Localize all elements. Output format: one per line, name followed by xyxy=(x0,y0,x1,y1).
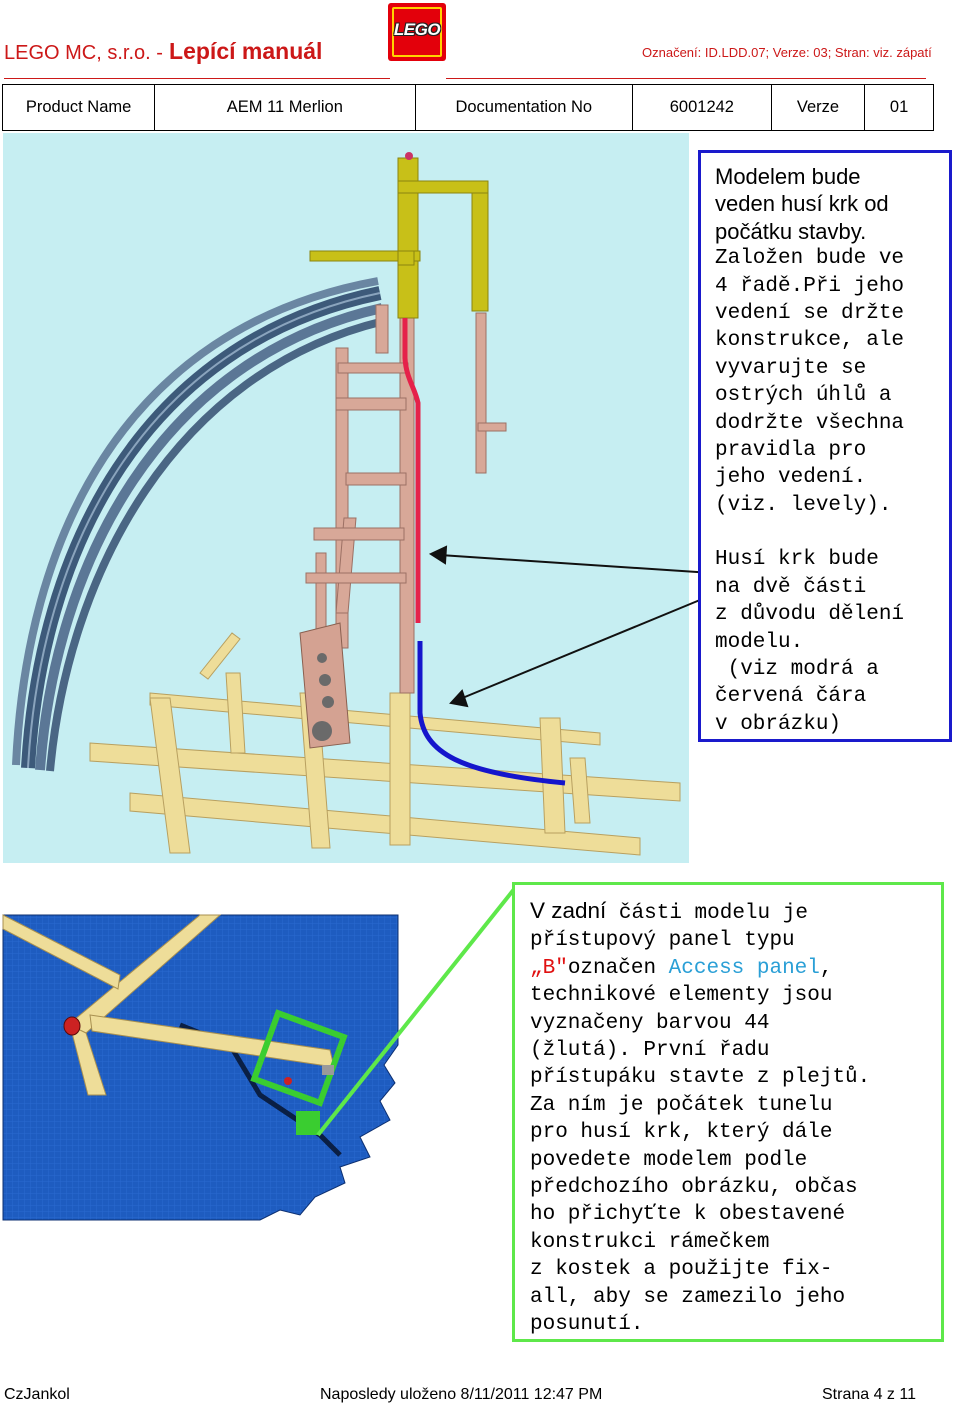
documentation-label: Documentation No xyxy=(414,84,634,131)
documentation-value: 6001242 xyxy=(632,84,772,131)
top-marker xyxy=(405,152,413,160)
green-connector xyxy=(316,886,517,1137)
footer-page: Strana 4 z 11 xyxy=(822,1386,916,1403)
version-value: 01 xyxy=(864,84,934,131)
note-neck-line: Modelem bude xyxy=(715,164,861,189)
note-access-line: ho přichyťte k obestavené xyxy=(530,1203,846,1227)
neck-blue-line xyxy=(417,641,566,786)
holed-plate xyxy=(299,622,351,749)
note-neck-line: na dvě části xyxy=(715,575,867,599)
floor-plate xyxy=(2,914,399,1221)
note-neck-line: v obrázku) xyxy=(715,712,842,736)
note-access-text: V zadní části modelu je přístupový panel… xyxy=(530,897,940,1339)
footer-author: CzJankol xyxy=(4,1386,70,1403)
version-label: Verze xyxy=(770,84,866,131)
callout-arrows xyxy=(428,545,713,708)
note-neck-line: z důvodu dělení xyxy=(715,603,905,627)
note-access-line: z kostek a použijte fix- xyxy=(530,1258,833,1282)
note-lead: V zadní xyxy=(530,898,607,923)
note-neck-line: konstrukce, ale xyxy=(715,329,905,353)
note-access-line: Za ním je počátek tunelu xyxy=(530,1093,833,1117)
note-access-line: technikové elementy jsou xyxy=(530,984,833,1008)
note-neck-line: jeho vedení. xyxy=(715,466,867,490)
note-neck-line: pravidla pro xyxy=(715,438,867,462)
header-company-title: LEGO MC, s.r.o. - Lepící manuál xyxy=(4,38,322,65)
frame-render-image xyxy=(3,133,713,863)
note-neck-line: (viz modrá a xyxy=(715,658,879,682)
note-neck-line: vedení se držte xyxy=(715,301,905,325)
document-marking: Označení: ID.LDD.07; Verze: 03; Stran: v… xyxy=(642,45,932,60)
product-info-table: Product Name AEM 11 Merlion Documentatio… xyxy=(1,84,934,131)
note-neck-line: 4 řadě.Při jeho xyxy=(715,274,905,298)
pink-structure xyxy=(305,282,507,694)
note-access-line: povedete modelem podle xyxy=(530,1148,808,1172)
lego-logo: LEGO xyxy=(388,3,446,61)
note-access-line: vyznačeny barvou 44 xyxy=(530,1011,770,1035)
note-access-line: posunutí. xyxy=(530,1313,644,1337)
note-neck-line xyxy=(715,519,951,546)
footer-saved: Naposledy uloženo 8/11/2011 12:47 PM xyxy=(320,1386,603,1403)
note-neck-line: Husí krk bude xyxy=(715,548,879,572)
panel-type-b: B xyxy=(542,956,556,980)
yellow-top-frame xyxy=(309,157,489,319)
note-neck-line: modelu. xyxy=(715,630,804,654)
base-frame xyxy=(89,632,681,856)
note-access-line: konstrukci rámečkem xyxy=(530,1230,770,1254)
note-neck-line: červená čára xyxy=(715,685,867,709)
note-access-line: pro husí krk, který dále xyxy=(530,1121,833,1145)
note-neck-line: vyvarujte se xyxy=(715,356,867,380)
curved-neck-tubes xyxy=(12,277,385,772)
note-access-line: all, aby se zamezilo jeho xyxy=(530,1285,846,1309)
company-name: LEGO MC, s.r.o. - xyxy=(4,42,163,64)
neck-red-line xyxy=(402,318,421,623)
note-neck-line: dodržte všechna xyxy=(715,411,905,435)
product-name-value: AEM 11 Merlion xyxy=(154,84,416,131)
header-rule-left xyxy=(4,78,390,79)
note-neck-line: (viz. levely). xyxy=(715,493,892,517)
header-rule-right xyxy=(446,78,926,79)
floor-render-image xyxy=(2,914,399,1221)
note-neck-line: počátku stavby. xyxy=(715,218,867,244)
note-box-access-panel: V zadní části modelu je přístupový panel… xyxy=(512,882,944,1342)
floor-beams xyxy=(2,914,335,1096)
note-neck-line: veden husí krk od xyxy=(715,191,889,217)
access-panel-term: Access panel xyxy=(668,956,820,980)
note-access-line: přístupáku stavte z plejtů. xyxy=(530,1066,871,1090)
note-access-line: (žlutá). První řadu xyxy=(530,1039,770,1063)
note-access-line: předchozího obrázku, občas xyxy=(530,1176,858,1200)
note-neck-line: ostrých úhlů a xyxy=(715,384,892,408)
red-cap xyxy=(63,1016,81,1036)
panel-corner-marker xyxy=(296,1111,320,1135)
manual-title: Lepící manuál xyxy=(169,38,323,64)
product-name-label: Product Name xyxy=(1,84,156,131)
note-neck-line: Založen bude ve xyxy=(715,247,905,271)
